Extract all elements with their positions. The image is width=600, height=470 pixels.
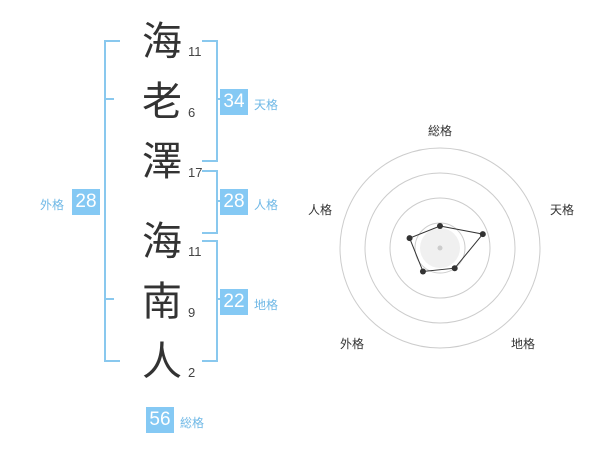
bracket-tick [106,98,114,100]
jinkaku-value: 28 [220,189,248,215]
given-char-3: 人 [142,339,182,385]
given-strokes-2: 9 [188,305,196,320]
jinkaku-label: 人格 [254,198,279,212]
radar-point [406,235,413,242]
surname-strokes-1: 11 [188,44,202,59]
radar-axis-label: 天格 [550,203,575,217]
radar-ring [364,172,516,324]
chikaku-bracket [202,240,218,362]
gaikaku-bracket [104,40,120,362]
tenkaku-value: 34 [220,89,248,115]
gaikaku-value: 28 [72,189,100,215]
given-strokes-1: 11 [188,244,202,259]
radar-point [451,265,458,272]
tenkaku-bracket [202,40,218,162]
radar-point [437,223,443,229]
radar-axis-label: 外格 [340,337,365,351]
given-char-1: 海 [142,219,182,265]
radar-center-dot [437,245,443,251]
surname-char-1: 海 [142,19,182,65]
radar-point [479,231,486,238]
surname-strokes-2: 6 [188,105,196,120]
radar-axis-label: 地格 [511,337,536,351]
jinkaku-bracket [202,170,218,234]
gaikaku-label: 外格 [40,198,65,212]
tenkaku-label: 天格 [254,98,279,112]
bracket-tick [106,298,114,300]
surname-char-3: 澤 [142,139,182,185]
given-char-2: 南 [142,279,182,325]
surname-strokes-3: 17 [188,165,203,180]
radar-axis-label: 人格 [308,203,333,217]
surname-char-2: 老 [142,79,182,125]
radar-ring [389,197,491,299]
radar-ring [339,147,541,349]
soukaku-label: 総格 [180,416,205,430]
radar-polygon [408,225,484,273]
given-strokes-3: 2 [188,365,196,380]
chikaku-label: 地格 [254,298,279,312]
chikaku-value: 22 [220,289,248,315]
radar-point [419,268,426,275]
radar-axis-label: 総格 [428,124,453,138]
soukaku-value: 56 [146,407,174,433]
